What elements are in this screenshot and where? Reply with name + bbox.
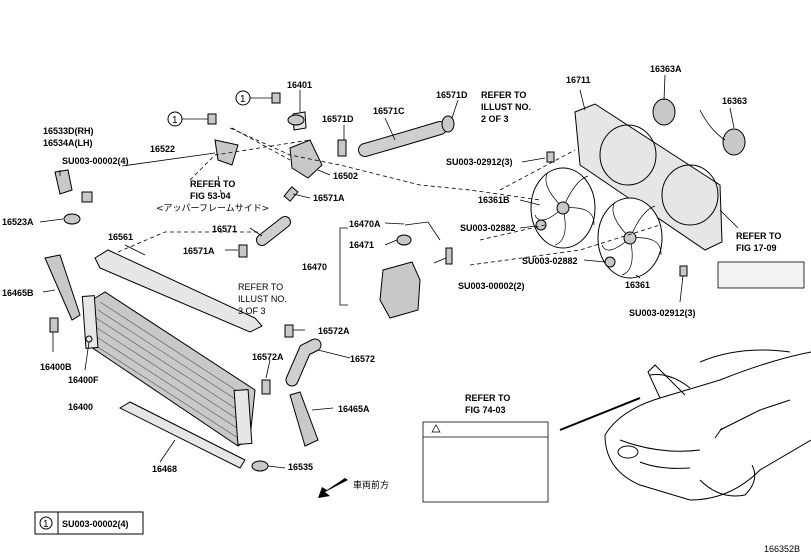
label-16561: 16561 [108,232,133,242]
clip-16572A-a [284,324,294,338]
callout-number-b: 1 [172,115,178,126]
refer-fig53-line3: <アッパーフレームサイド> [156,203,269,214]
callout-number-a: 1 [240,94,246,105]
fan-16361 [597,197,663,279]
fan-shroud-16711 [574,103,723,251]
label-16572: 16572 [350,354,375,364]
figure-id: 166352B [764,544,800,554]
label-16361: 16361 [625,280,650,290]
tank-hose-16470A [404,221,441,241]
label-16572A-a: 16572A [318,326,350,336]
label-16361B: 16361B [478,195,510,205]
label-16470: 16470 [302,262,327,272]
fan-motor-16363A [652,98,676,126]
refer-fig53-line1: REFER TO [190,179,235,189]
label-su003-00002-4-a: SU003-00002(4) [62,156,129,166]
mount-cushion-16523A [63,213,81,225]
label-16523A: 16523A [2,217,34,227]
label-su003-02882-b: SU003-02882 [522,256,578,266]
refer-illust2-line3: 2 OF 3 [481,114,509,124]
label-16363: 16363 [722,96,747,106]
label-16571D-b: 16571D [436,90,468,100]
label-16571A-a: 16571A [313,193,345,203]
fan-16361B [530,167,596,249]
refer-illust3-line3: 3 OF 3 [238,306,266,316]
clip-16571D-a [337,139,347,157]
radiator-cap-16401 [287,114,305,126]
refer-fig74-line1: REFER TO [465,393,510,403]
clip-16572A-b [261,379,271,395]
label-16534A: 16534A(LH) [43,138,93,148]
label-16533D: 16533D(RH) [43,126,94,136]
reserve-tank-16470 [379,221,453,319]
label-su003-02882-a: SU003-02882 [460,223,516,233]
label-16363A: 16363A [650,64,682,74]
label-16502: 16502 [333,171,358,181]
caution-label-plate [422,421,549,503]
vehicle-illustration [604,349,811,501]
tank-bolt [445,247,453,265]
label-16572A-b: 16572A [252,352,284,362]
legend-box: 1 SU003-00002(4) [34,511,144,535]
bolt-su003-00002-a [81,191,93,203]
legend-text: SU003-00002(4) [62,519,129,529]
tank-cap-16471 [396,234,412,246]
bolt-su003-02912-a [546,151,555,163]
label-16468: 16468 [152,464,177,474]
label-16400: 16400 [68,402,93,412]
label-16465A: 16465A [338,404,370,414]
label-16571C: 16571C [373,106,405,116]
label-16535: 16535 [288,462,313,472]
label-16522: 16522 [150,144,175,154]
label-16571D-a: 16571D [322,114,354,124]
radiator-assembly [81,249,263,469]
bolt-su003-02912-b [679,265,688,277]
bracket-16533D [54,169,73,195]
pointer-to-label [559,397,641,431]
refer-illust3-line2: ILLUST NO. [238,294,287,304]
front-direction-arrow [318,478,348,498]
refer-fig53-line2: FIG 53-04 [190,191,231,201]
label-su003-02912-3-b: SU003-02912(3) [629,308,696,318]
cushion-16535 [251,460,269,472]
fan-motor-16363 [699,109,746,156]
clamp-16571D-b [441,115,455,133]
refer-fig17-line1: REFER TO [736,231,781,241]
refer-fig17-line2: FIG 17-09 [736,243,777,253]
label-16401: 16401 [287,80,312,90]
refer-illust2-line2: ILLUST NO. [481,102,531,112]
front-direction-label: 車両前方 [353,479,389,491]
label-su003-02912-3-a-text: SU003-02912(3) [446,157,513,167]
refer-illust2-line1: REFER TO [481,90,526,100]
label-16470A: 16470A [349,219,381,229]
label-16711: 16711 [566,75,591,85]
legend-number: 1 [43,519,49,530]
bracket-16465A [289,391,319,447]
clip-16571A-a [283,186,299,202]
label-16571: 16571 [212,224,237,234]
label-16465B: 16465B [2,288,34,298]
clip-16571A-b [238,244,248,258]
label-16400F: 16400F [68,375,99,385]
bracket-16522 [214,139,239,166]
bracket-16465B [44,254,81,321]
label-16471: 16471 [349,240,374,250]
label-su003-00002-2: SU003-00002(2) [458,281,525,291]
nut-su003-02882-b [604,256,616,268]
label-plate-fan [717,261,805,289]
label-16400B: 16400B [40,362,72,372]
drain-plug-16400B [49,317,59,333]
nut-su003-02882-a [535,219,547,231]
refer-illust3-line1: REFER TO [238,282,283,292]
label-16571A-b: 16571A [183,246,215,256]
refer-fig74-line2: FIG 74-03 [465,405,506,415]
